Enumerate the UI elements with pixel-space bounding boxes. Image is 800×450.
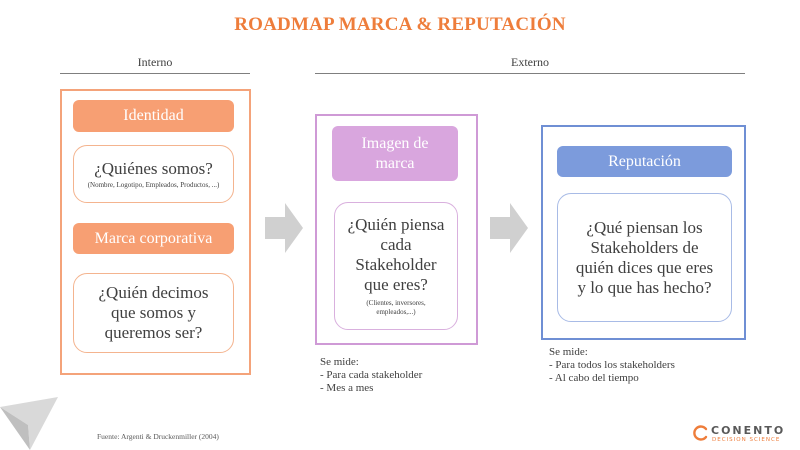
logo-mark-icon [693,425,708,441]
note-line: Se mide: [549,346,588,358]
note-line: Se mide: [320,356,359,368]
source-note: Fuente: Argenti & Druckenmiller (2004) [97,432,219,441]
divider-interno [60,73,250,74]
brand-image-question: ¿Quién piensa cada Stakeholder que eres? [347,215,445,294]
corporate-brand-pill: Marca corporativa [73,223,234,254]
section-label-externo: Externo [511,55,549,69]
note-line: - Al cabo del tiempo [549,372,639,384]
conento-logo: CONENTO DECISION SCIENCE [693,424,793,446]
arrow-right-icon [490,203,528,253]
identity-pill: Identidad [73,100,234,132]
reputation-card: ¿Qué piensan los Stakeholders de quién d… [557,193,732,322]
corporate-brand-card: ¿Quién decimos que somos y queremos ser? [73,273,234,353]
brand-image-card: ¿Quién piensa cada Stakeholder que eres?… [334,202,458,330]
reputation-pill: Reputación [557,146,732,177]
note-line: - Mes a mes [320,382,374,394]
reputation-notes: Se mide: - Para todos los stakeholders -… [549,346,749,385]
note-line: - Para cada stakeholder [320,369,423,381]
page-title: ROADMAP MARCA & REPUTACIÓN [234,14,566,35]
identity-detail: (Nombre, Logotipo, Empleados, Productos,… [87,180,220,189]
note-line: - Para todos los stakeholders [549,359,675,371]
brand-image-notes: Se mide: - Para cada stakeholder - Mes a… [320,356,480,395]
logo-name: CONENTO [711,424,786,437]
reputation-question: ¿Qué piensan los Stakeholders de quién d… [575,217,714,297]
section-label-interno: Interno [137,55,173,69]
brand-image-pill: Imagen de marca [332,126,458,181]
divider-externo [315,73,745,74]
decorative-swoosh-icon [0,397,58,450]
brand-image-detail: (Clientes, inversores, empleados,...) [366,299,426,316]
identity-question-card: ¿Quiénes somos? (Nombre, Logotipo, Emple… [73,145,234,203]
corporate-brand-question: ¿Quién decimos que somos y queremos ser? [98,283,209,342]
logo-tagline: DECISION SCIENCE [712,437,781,443]
identity-question: ¿Quiénes somos? [94,158,213,178]
arrow-right-icon [265,203,303,253]
